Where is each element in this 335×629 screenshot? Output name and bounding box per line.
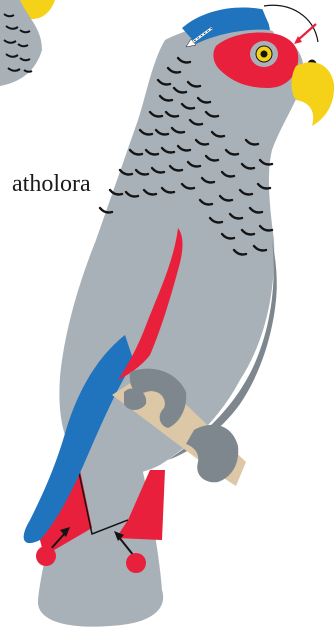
eye-pupil [261,51,268,58]
forehead-arrow [294,24,316,44]
beak [292,62,335,126]
